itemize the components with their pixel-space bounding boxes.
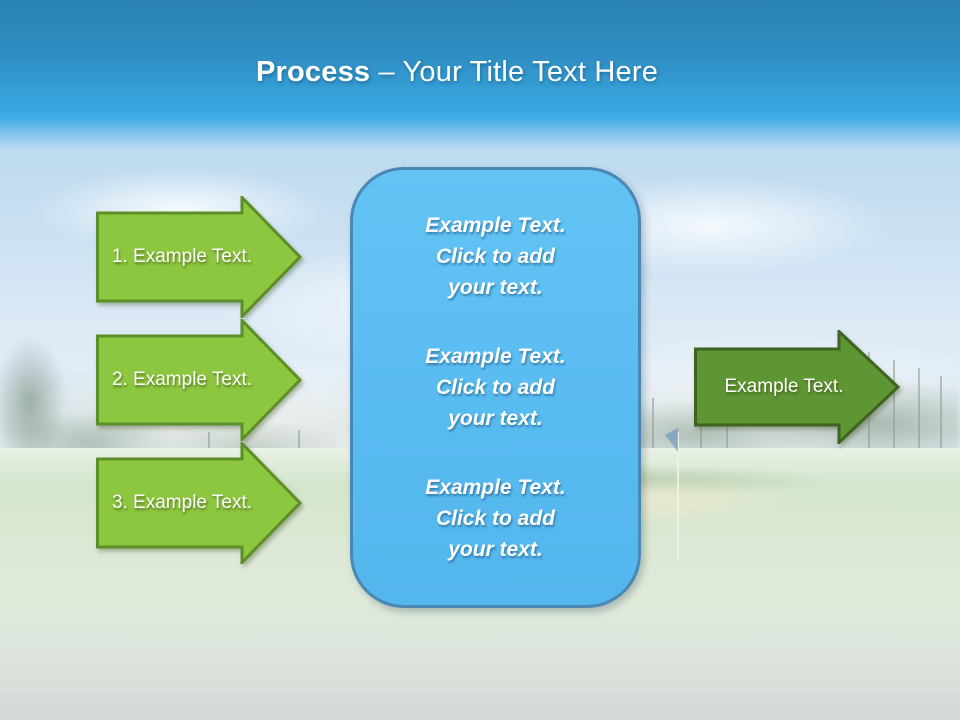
left-tree <box>0 336 66 468</box>
placeholder-paragraph-1[interactable]: Example Text. Click to add your text. <box>425 214 566 299</box>
arrow-2-label: 2. Example Text. <box>111 369 253 390</box>
arrow-3-label: 3. Example Text. <box>111 492 253 513</box>
palm-trunk <box>652 398 654 470</box>
right-arrow-shape-icon <box>694 330 900 444</box>
header-band <box>0 0 960 150</box>
placeholder-paragraph-3[interactable]: Example Text. Click to add your text. <box>425 476 566 561</box>
result-arrow[interactable]: Example Text. <box>694 330 900 444</box>
title-keyword: Process <box>255 56 371 88</box>
placeholder-paragraph-2[interactable]: Example Text. Click to add your text. <box>425 345 566 430</box>
golf-flag-pole <box>677 432 679 560</box>
palm-trunk <box>940 376 942 464</box>
palm-trunk <box>726 400 728 468</box>
right-arrow-shape-icon <box>96 196 302 318</box>
arrow-1-label: 1. Example Text. <box>111 246 253 267</box>
palm-trunk <box>700 390 702 470</box>
process-arrow-1[interactable]: 1. Example Text. <box>96 196 302 318</box>
page-title[interactable]: Process – Your Title Text Here <box>0 56 960 89</box>
result-arrow-label: Example Text. <box>724 376 844 397</box>
palm-trunk <box>918 368 920 464</box>
process-arrow-3[interactable]: 3. Example Text. <box>96 442 302 564</box>
title-rest: – Your Title Text Here <box>370 56 659 88</box>
palm-trunk <box>893 360 895 464</box>
text-placeholder-box[interactable]: Example Text. Click to add your text. Ex… <box>350 167 641 608</box>
right-arrow-shape-icon <box>96 319 302 441</box>
process-arrow-2[interactable]: 2. Example Text. <box>96 319 302 441</box>
right-arrow-shape-icon <box>96 442 302 564</box>
